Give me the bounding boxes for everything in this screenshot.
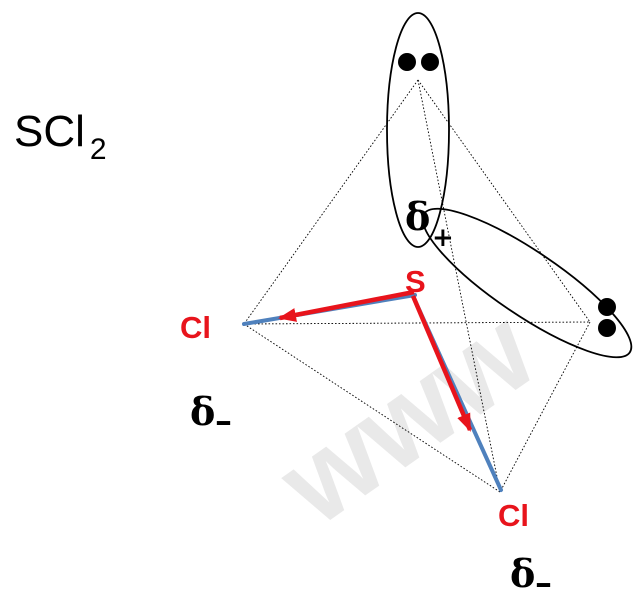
edge-right-bottom bbox=[499, 321, 591, 493]
lone-pair-right-lobe bbox=[421, 207, 633, 359]
partial-charge-negative-bottom: δ – bbox=[510, 551, 552, 598]
electron-dot bbox=[598, 319, 616, 337]
partial-charge-negative-left: δ – bbox=[190, 389, 232, 441]
molecule-formula: SCl 2 bbox=[14, 107, 107, 166]
atom-label-sulfur: S bbox=[405, 264, 426, 299]
formula-main: SCl bbox=[14, 107, 85, 156]
lone-pair-right bbox=[421, 207, 633, 359]
charge-sign-plus: + bbox=[432, 223, 454, 253]
delta-symbol: δ bbox=[190, 389, 215, 434]
partial-charge-positive: δ + bbox=[405, 194, 454, 253]
delta-symbol: δ bbox=[510, 551, 535, 596]
delta-symbol: δ bbox=[405, 194, 430, 239]
edge-top-bottom bbox=[417, 79, 501, 493]
atom-label-chlorine-left: Cl bbox=[180, 310, 211, 345]
charge-sign-minus: – bbox=[535, 563, 552, 598]
edge-top-right bbox=[417, 79, 591, 323]
dipole-arrows bbox=[278, 289, 473, 432]
electron-dot bbox=[421, 53, 439, 71]
charge-sign-minus: – bbox=[215, 401, 232, 441]
atom-label-chlorine-bottom: Cl bbox=[498, 498, 529, 533]
dipole-arrow-bottom bbox=[410, 295, 473, 432]
tetrahedron-edges bbox=[243, 79, 591, 493]
lone-pair-top bbox=[386, 12, 450, 248]
electron-dot bbox=[598, 298, 616, 316]
lone-pair-top-lobe bbox=[386, 12, 450, 248]
dipole-arrow-left bbox=[278, 289, 415, 322]
electron-dot bbox=[398, 53, 416, 71]
formula-subscript: 2 bbox=[90, 133, 107, 166]
edge-top-left bbox=[243, 79, 419, 325]
edge-left-right bbox=[243, 321, 591, 325]
